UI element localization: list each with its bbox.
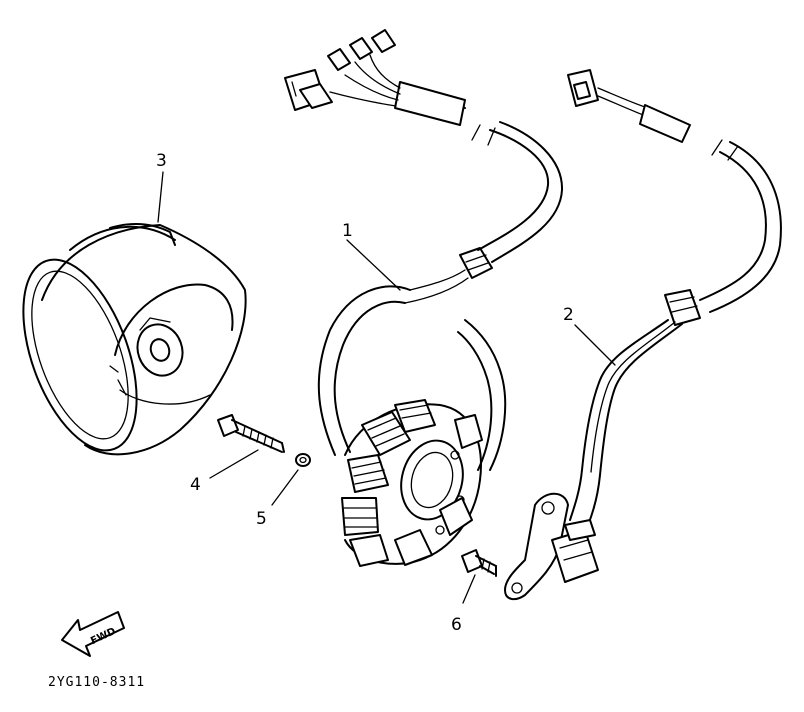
leader-line-1 — [346, 239, 401, 291]
callout-4: 4 — [190, 475, 201, 495]
leader-line-6 — [462, 574, 476, 604]
leader-line-5 — [271, 469, 299, 506]
washer — [295, 453, 311, 467]
callout-5: 5 — [256, 509, 267, 529]
callout-3: 3 — [156, 151, 167, 171]
leader-line-2 — [574, 324, 616, 366]
callout-2: 2 — [563, 305, 574, 325]
bolt — [217, 414, 285, 453]
callout-6: 6 — [451, 615, 462, 635]
figure-code: 2YG110-8311 — [48, 675, 145, 690]
leader-line-3 — [157, 171, 164, 223]
callout-1: 1 — [342, 221, 353, 241]
stator-assembly — [284, 29, 564, 567]
rotor-flywheel — [22, 222, 247, 456]
fwd-arrow-icon: FWD — [61, 611, 125, 657]
leader-line-4 — [209, 449, 259, 479]
pickup-coil-assembly — [504, 69, 782, 601]
screw — [461, 549, 497, 577]
